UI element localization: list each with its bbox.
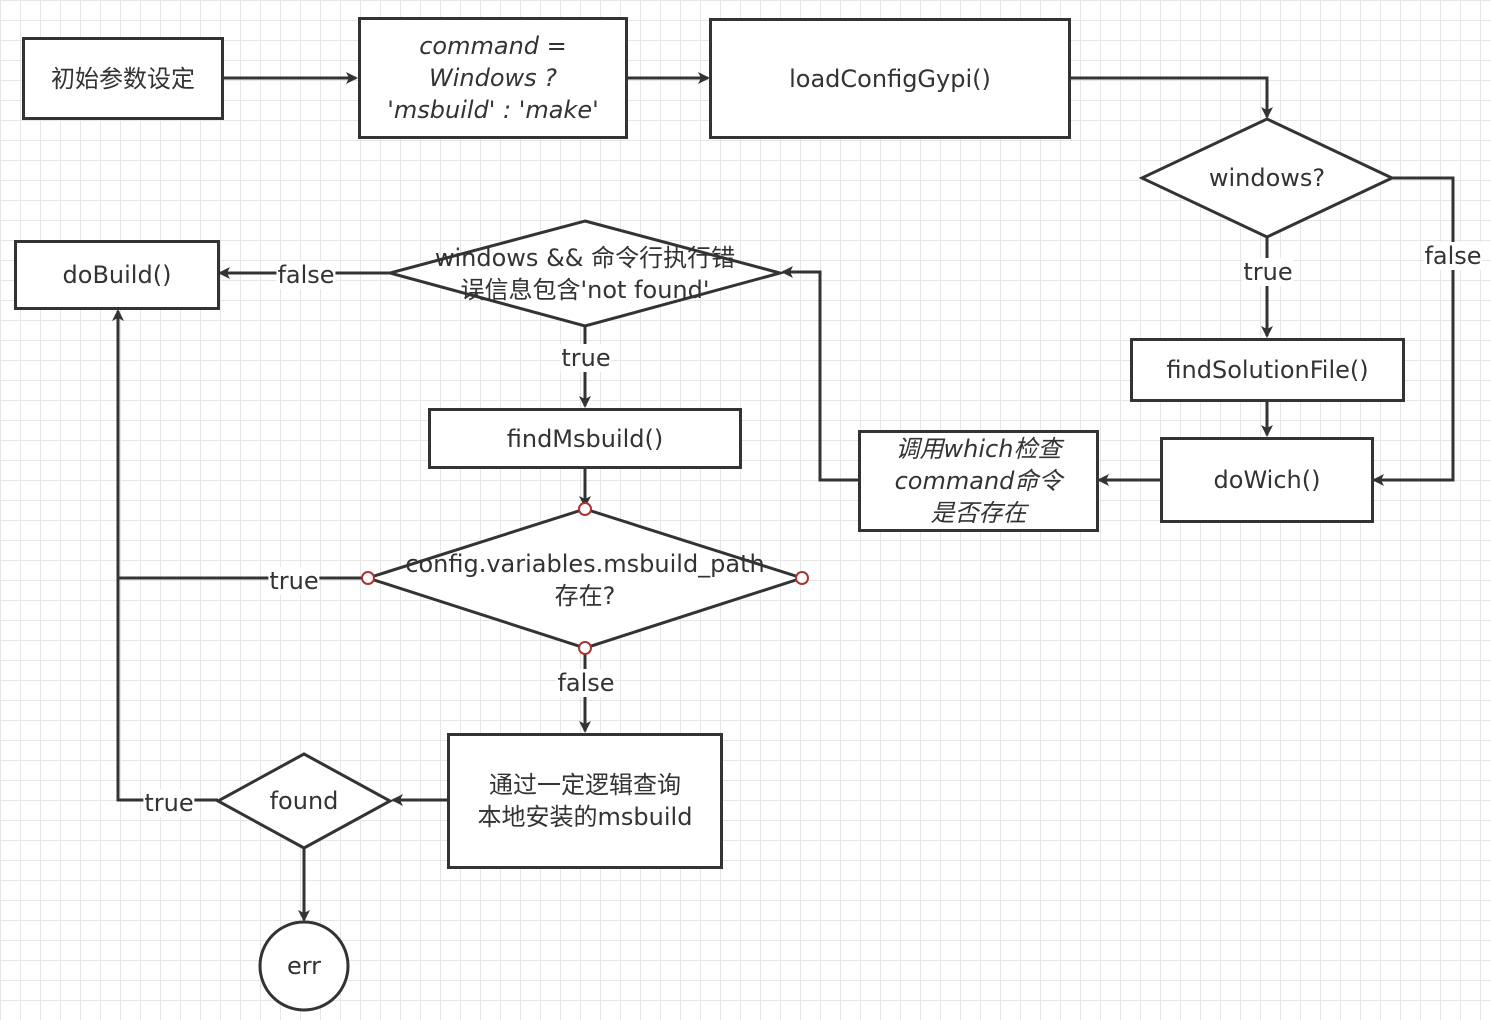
edge-label-windows-true: true [1242, 258, 1294, 286]
windows-decision-text: windows? [1208, 164, 1326, 192]
edge-label-windows-false: false [1423, 242, 1483, 270]
query-local-msbuild-box: 通过一定逻辑查询 本地安装的msbuild [447, 733, 723, 869]
found-decision-text: found [269, 787, 339, 815]
which-check-box: 调用which检查 command命令 是否存在 [858, 430, 1099, 532]
err-terminator-text: err [286, 952, 322, 980]
connection-point-right [795, 571, 809, 585]
connection-point-left [361, 571, 375, 585]
edge-label-found-true: true [143, 789, 195, 817]
windows-decision-shape [1138, 117, 1396, 239]
edge-label-path-true: true [268, 567, 320, 595]
edge-path-check-true [112, 309, 368, 580]
edge-load-config-to-windows [1069, 76, 1273, 119]
edge-which-check-to-not-found [781, 266, 859, 482]
do-build-box: doBuild() [14, 240, 220, 310]
connection-point-top [578, 502, 592, 516]
init-params-box: 初始参数设定 [22, 37, 224, 120]
found-decision-shape [214, 752, 394, 850]
find-msbuild-box: findMsbuild() [428, 408, 742, 469]
command-assign-box: command = Windows ? 'msbuild' : 'make' [358, 17, 628, 139]
edge-found-true [116, 578, 218, 802]
edge-label-not-found-false: false [276, 261, 336, 289]
not-found-decision-text: windows && 命令行执行错 误信息包含'not found' [434, 244, 736, 304]
connection-point-bottom [578, 641, 592, 655]
edge-label-path-false: false [556, 669, 616, 697]
msbuild-path-decision-text: config.variables.msbuild_path 存在? [405, 550, 765, 610]
err-terminator-shape [258, 920, 350, 1012]
find-solution-file-box: findSolutionFile() [1130, 338, 1405, 402]
edge-label-not-found-true: true [560, 344, 612, 372]
do-wich-box: doWich() [1160, 437, 1374, 523]
load-config-gypi-box: loadConfigGypi() [709, 18, 1071, 139]
not-found-decision-shape [384, 219, 786, 328]
edge-windows-false [1372, 176, 1455, 486]
